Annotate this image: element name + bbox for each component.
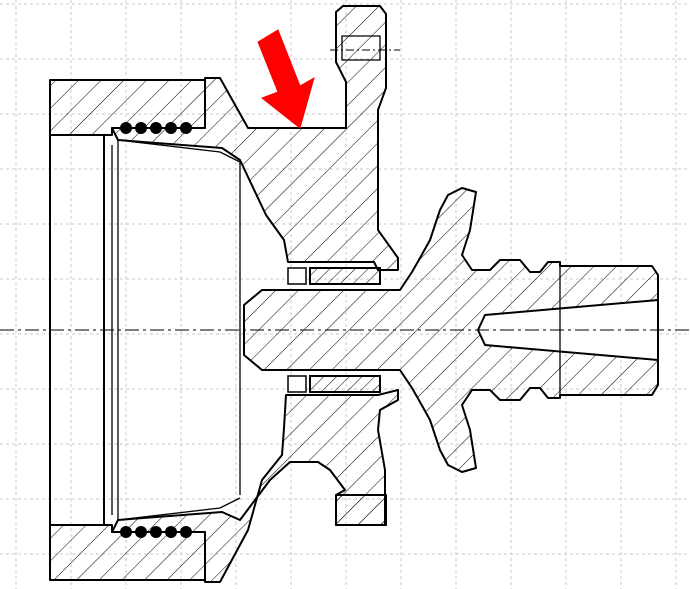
top-slot	[341, 35, 381, 61]
seal-ball	[120, 526, 132, 538]
main-body-top-section	[111, 5, 399, 271]
bushing-bottom	[309, 375, 381, 393]
seal-ball-row-top	[120, 122, 192, 134]
seal-ball	[165, 526, 177, 538]
lower-flange-ring	[335, 494, 387, 526]
inner-cone-bottom	[117, 497, 241, 521]
seal-ball	[180, 122, 192, 134]
seal-ball	[135, 526, 147, 538]
seal-ball	[165, 122, 177, 134]
seal-ball	[135, 122, 147, 134]
washer-bottom	[287, 375, 307, 393]
arrow-down-right-icon	[257, 29, 315, 129]
bushing-top	[309, 267, 381, 285]
seal-ball-row-bottom	[120, 526, 192, 538]
seal-ball	[150, 526, 162, 538]
inner-cone-top	[117, 139, 241, 495]
washer-top	[287, 267, 307, 285]
seal-ball	[120, 122, 132, 134]
seal-ball	[150, 122, 162, 134]
seal-ball	[180, 526, 192, 538]
